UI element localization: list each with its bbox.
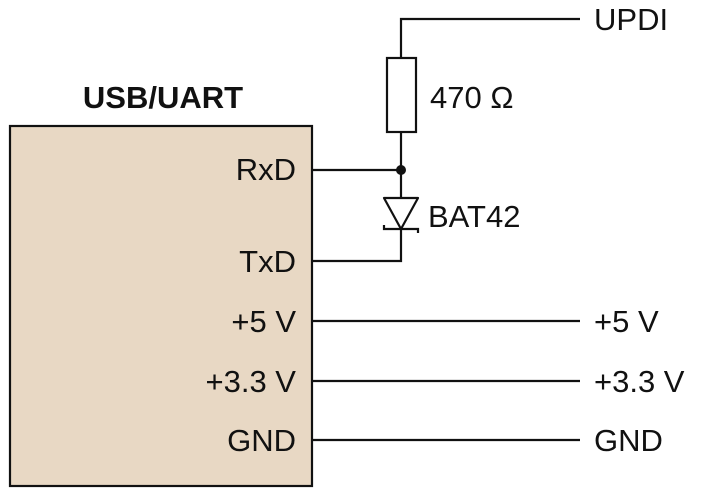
output-label-3v3: +3.3 V (594, 364, 685, 399)
pin-label-gnd: GND (227, 423, 296, 458)
updi-wire (399, 17, 580, 58)
output-label-5v: +5 V (594, 304, 659, 339)
diode-part-label: BAT42 (428, 199, 520, 234)
pin-label-5v: +5 V (231, 304, 296, 339)
output-label-gnd: GND (594, 423, 663, 458)
output-label-updi: UPDI (594, 2, 668, 37)
schottky-diode-icon (382, 196, 420, 231)
pin-label-txd: TxD (239, 244, 296, 279)
usb-uart-module-box (8, 124, 314, 488)
module-title: USB/UART (83, 80, 243, 115)
resistor-470-ohm (385, 56, 418, 134)
pin-label-rxd: RxD (236, 152, 296, 187)
resistor-value-label: 470 Ω (430, 80, 514, 115)
txd-wire (312, 229, 403, 263)
pin-label-3v3: +3.3 V (206, 364, 297, 399)
